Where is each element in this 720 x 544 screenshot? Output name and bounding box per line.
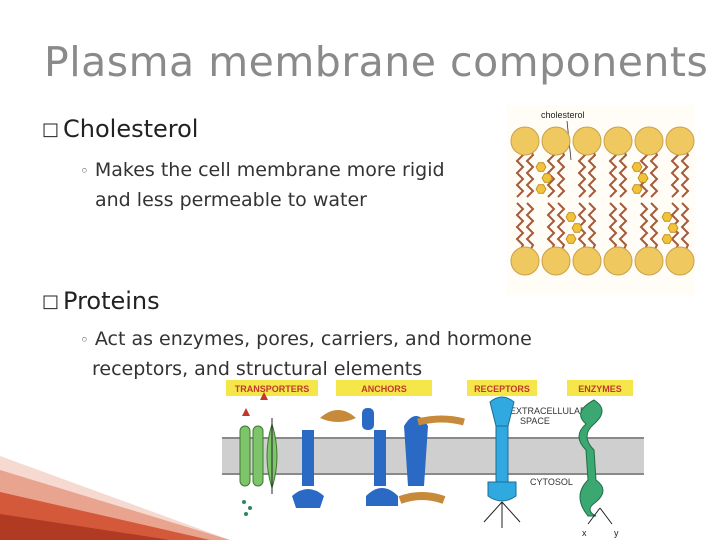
bottom-lipid-layer <box>510 202 695 276</box>
category-label: ANCHORS <box>361 384 407 394</box>
cholesterol-ring <box>541 173 553 183</box>
sub-bullet-cholesterol: ◦ Makes the cell membrane more rigid and … <box>80 156 445 215</box>
lipid-tail <box>680 148 690 198</box>
lipid-head <box>541 246 571 276</box>
lipid-tail <box>556 202 566 252</box>
axis-x-label: x <box>582 528 587 538</box>
sub-bullet-icon: ◦ <box>80 162 89 180</box>
cholesterol-ring <box>661 234 673 244</box>
cholesterol-ring <box>535 184 547 194</box>
bullet-proteins: □Proteins <box>42 287 160 315</box>
bullet-label: Cholesterol <box>63 115 199 143</box>
cholesterol-ring <box>535 162 547 172</box>
corner-decoration <box>0 456 230 540</box>
cholesterol-ring <box>565 212 577 222</box>
lipid-head <box>634 246 664 276</box>
lipid-head <box>541 126 571 156</box>
lipid-tail <box>618 148 628 198</box>
extracellular-label: EXTRACELLULAR <box>510 406 587 416</box>
lipid-tail <box>587 202 597 252</box>
lipid-tail <box>515 148 525 198</box>
lipid-tail <box>608 148 618 198</box>
cytosol-label: CYTOSOL <box>530 477 573 487</box>
cholesterol-molecules <box>535 162 679 244</box>
membrane-proteins-figure: TRANSPORTERS ANCHORS RECEPTORS ENZYMES E… <box>222 378 644 540</box>
category-label: TRANSPORTERS <box>235 384 310 394</box>
cholesterol-ring <box>631 162 643 172</box>
lipid-tail <box>608 202 618 252</box>
lipid-head <box>510 126 540 156</box>
lipid-tail <box>639 202 649 252</box>
cholesterol-ring <box>637 173 649 183</box>
extracellular-label: SPACE <box>520 416 550 426</box>
slide-title: Plasma membrane components <box>44 38 709 86</box>
membrane-proteins-diagram: TRANSPORTERS ANCHORS RECEPTORS ENZYMES E… <box>222 380 644 538</box>
lipid-head <box>572 246 602 276</box>
lipid-tail <box>670 148 680 198</box>
lipid-tail <box>649 148 659 198</box>
category-label: ENZYMES <box>578 384 622 394</box>
lipid-tail <box>649 202 659 252</box>
lipid-tail <box>639 148 649 198</box>
lipid-tail <box>556 148 566 198</box>
cholesterol-ring <box>661 212 673 222</box>
cholesterol-ring <box>631 184 643 194</box>
enzyme-protein: x y <box>578 399 619 538</box>
transporter-protein <box>239 392 278 516</box>
lipid-tail <box>680 202 690 252</box>
lipid-head <box>572 126 602 156</box>
cholesterol-ring <box>571 223 583 233</box>
lipid-tail <box>577 148 587 198</box>
sub-text-line: Makes the cell membrane more rigid <box>94 159 445 181</box>
anchor-protein <box>292 408 465 508</box>
bullet-cholesterol: □Cholesterol <box>42 115 198 143</box>
lipid-tail <box>525 148 535 198</box>
lipid-head <box>665 126 695 156</box>
sub-bullet-icon: ◦ <box>80 331 89 349</box>
cholesterol-ring <box>667 223 679 233</box>
bullet-box-icon: □ <box>42 119 60 140</box>
banner-enzymes <box>567 380 633 396</box>
banner-anchors <box>336 380 432 396</box>
cholesterol-membrane-figure: cholesterol <box>507 105 695 295</box>
sub-text-line: and less permeable to water <box>95 189 367 211</box>
lipid-tail <box>525 202 535 252</box>
banner-transporters <box>226 380 318 396</box>
lipid-head <box>634 126 664 156</box>
lipid-head <box>510 246 540 276</box>
cholesterol-label: cholesterol <box>541 110 585 120</box>
bullet-box-icon: □ <box>42 291 60 312</box>
lipid-tail <box>515 202 525 252</box>
lipid-head <box>665 246 695 276</box>
top-lipid-layer <box>510 126 695 198</box>
lipid-tail <box>546 148 556 198</box>
sub-text-line: Act as enzymes, pores, carriers, and hor… <box>94 328 532 350</box>
banner-receptors <box>467 380 537 396</box>
lipid-head <box>603 246 633 276</box>
sub-bullet-proteins: ◦ Act as enzymes, pores, carriers, and ho… <box>80 325 532 384</box>
sub-text-line: receptors, and structural elements <box>92 358 423 380</box>
lipid-bilayer-diagram: cholesterol <box>510 110 695 276</box>
bullet-label: Proteins <box>63 287 160 315</box>
axis-y-label: y <box>614 528 619 538</box>
cholesterol-ring <box>565 234 577 244</box>
category-label: RECEPTORS <box>474 384 530 394</box>
lipid-head <box>603 126 633 156</box>
membrane-band <box>222 438 644 474</box>
lipid-tail <box>546 202 556 252</box>
lipid-tail <box>587 148 597 198</box>
lipid-tail <box>618 202 628 252</box>
receptor-protein <box>483 396 521 528</box>
